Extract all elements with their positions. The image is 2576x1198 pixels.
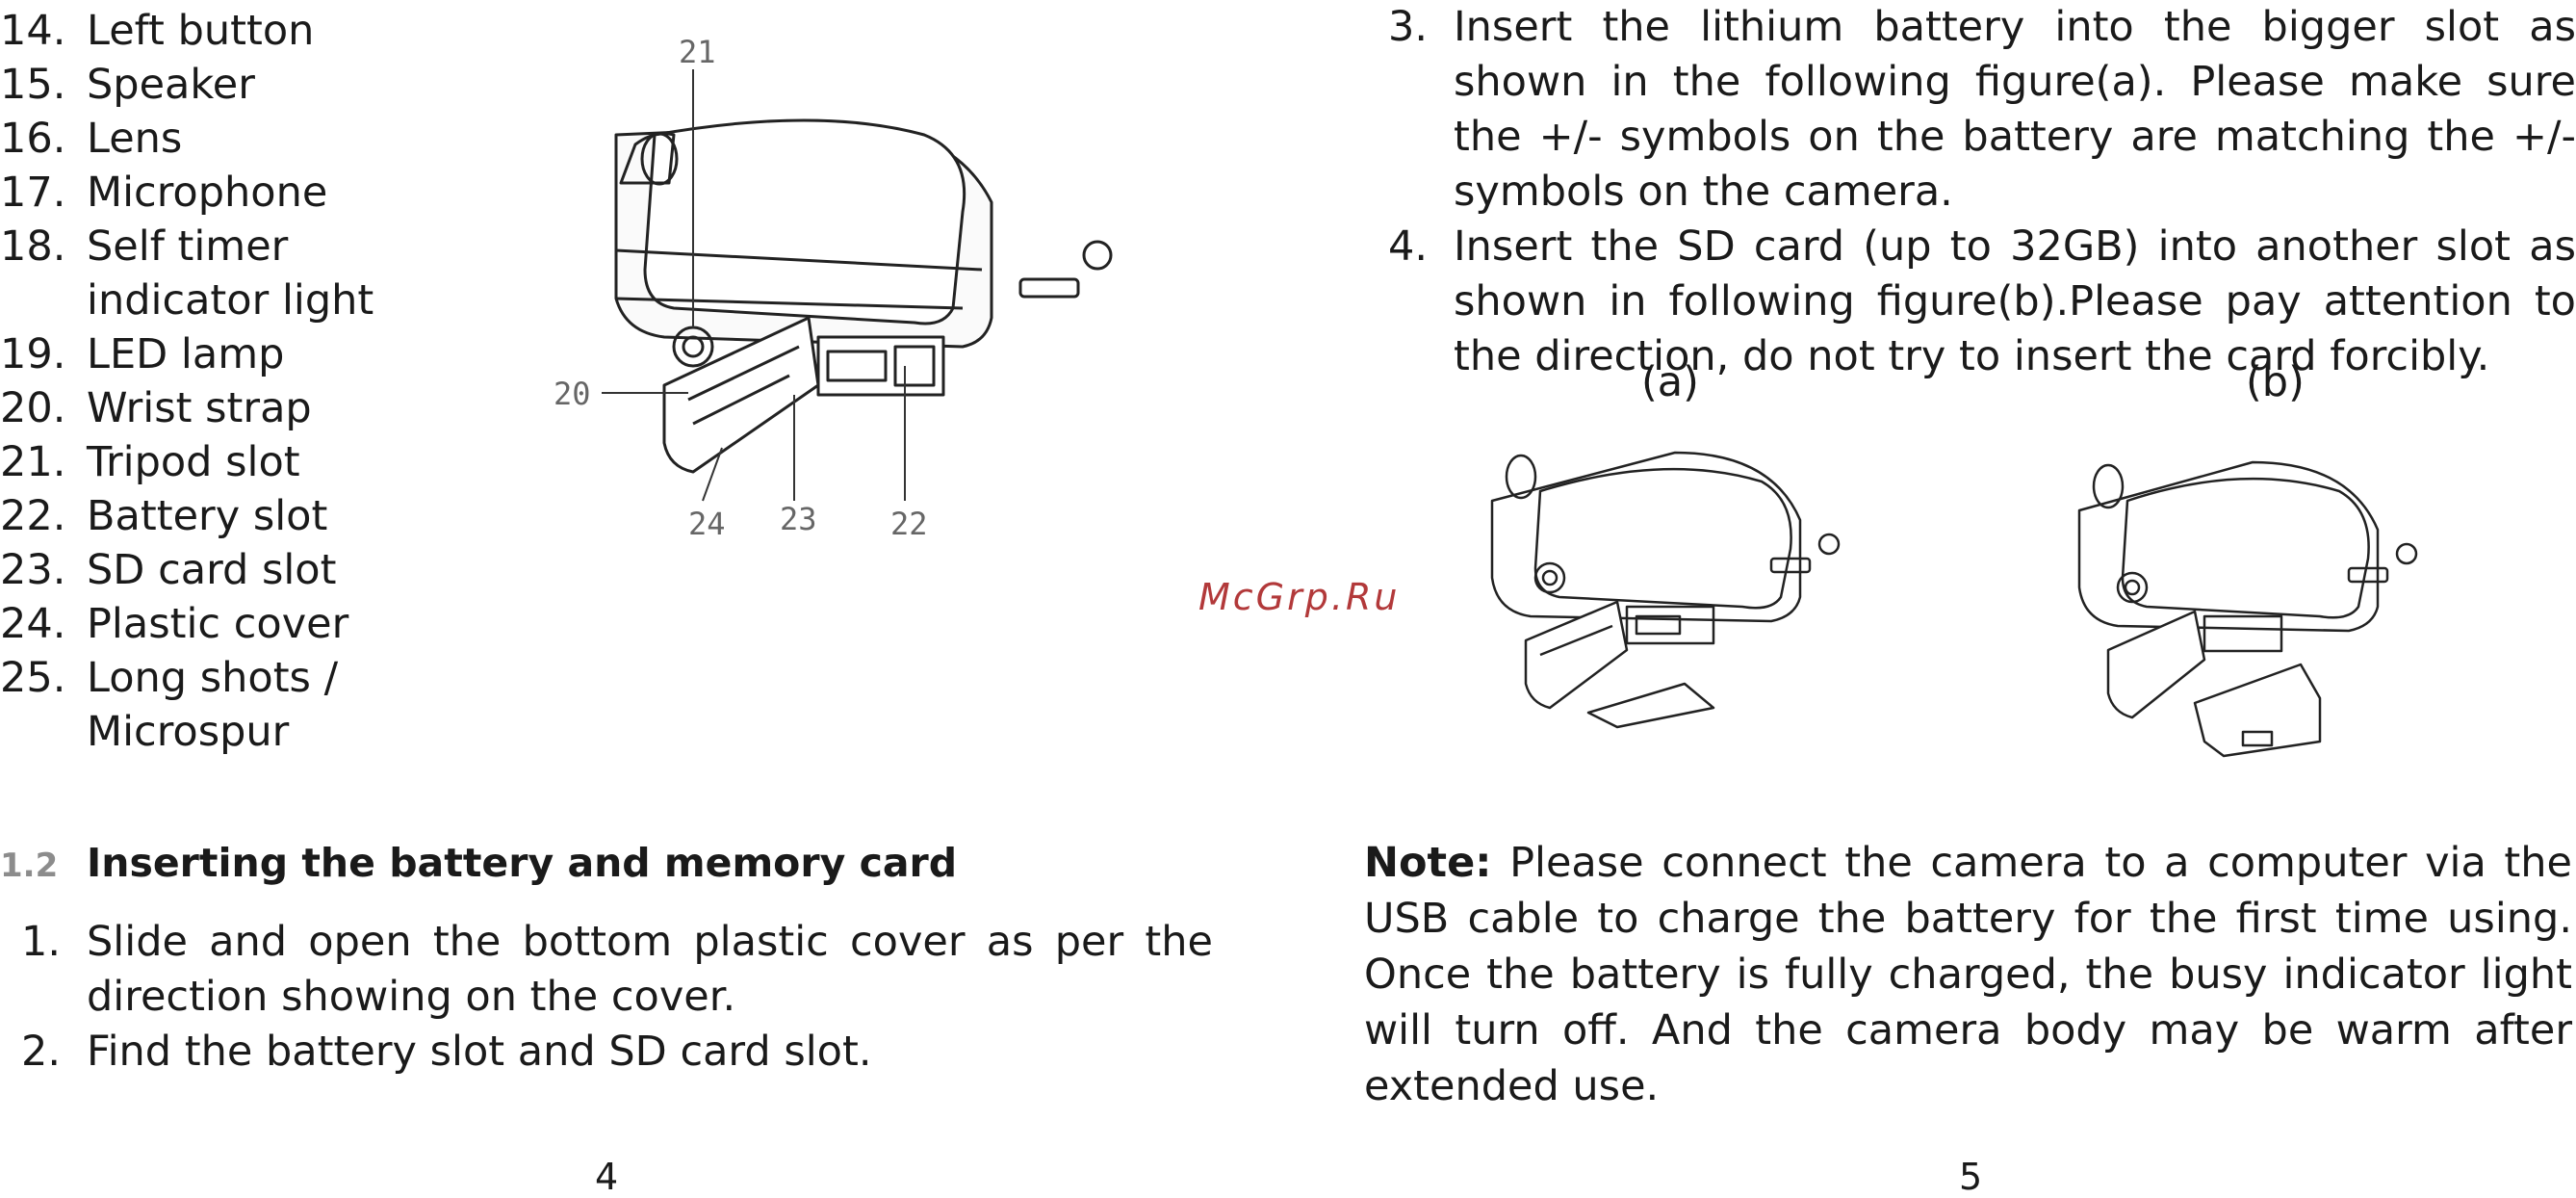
note-label: Note:: [1364, 839, 1492, 887]
note-paragraph: Note: Please connect the camera to a com…: [1364, 835, 2572, 1114]
steps-left: 1.Slide and open the bottom plastic cove…: [0, 915, 1213, 1080]
section-number: 1.2: [0, 846, 59, 885]
figure-caption-a: (a): [1641, 358, 1699, 406]
page-number-right: 5: [1959, 1156, 1983, 1198]
callout-23: 23: [780, 501, 817, 537]
camera-figure-a: [1490, 451, 1841, 729]
figure-caption-b: (b): [2246, 358, 2305, 406]
callout-22: 22: [890, 506, 928, 542]
step-3: 3.Insert the lithium battery into the bi…: [1388, 3, 2576, 216]
section-title: Inserting the battery and memory card: [87, 840, 958, 886]
steps-right: 3.Insert the lithium battery into the bi…: [1377, 0, 2576, 384]
step-1: 1.Slide and open the bottom plastic cove…: [21, 918, 1213, 1021]
callout-24: 24: [688, 506, 726, 542]
step-4: 4.Insert the SD card (up to 32GB) into a…: [1388, 222, 2576, 380]
callout-21: 21: [679, 34, 716, 70]
note-text: Please connect the camera to a computer …: [1364, 839, 2572, 1110]
camera-parts-figure: 21 20 24 23 22: [554, 34, 1113, 542]
watermark: McGrp.Ru: [1198, 576, 1401, 618]
page-number-left: 4: [595, 1156, 619, 1198]
camera-figure-b: [2077, 460, 2418, 758]
section-heading: 1.2 Inserting the battery and memory card: [0, 840, 957, 886]
step-2: 2.Find the battery slot and SD card slot…: [21, 1028, 872, 1076]
callout-20: 20: [554, 376, 591, 412]
